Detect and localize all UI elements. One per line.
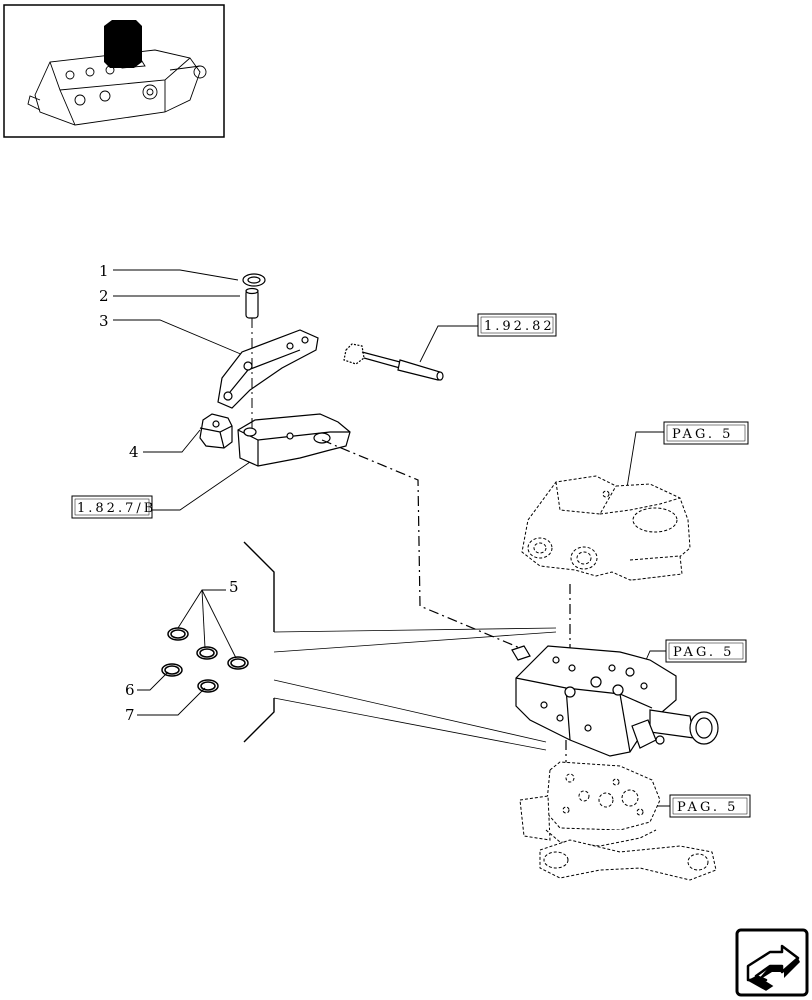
- next-page-arrow-icon[interactable]: [735, 928, 809, 997]
- ref-box-1-82-7-b[interactable]: 1.82.7/B: [71, 495, 156, 519]
- seal-5a: [167, 627, 189, 641]
- rod-1-92-82: [343, 343, 444, 381]
- ref-label-pag-bottom: PAG. 5: [677, 800, 738, 815]
- callout-3: 3: [99, 312, 109, 330]
- callout-7: 7: [125, 706, 135, 724]
- control-valve: [511, 645, 719, 757]
- part-2-pin: [245, 287, 259, 319]
- base-plate: [519, 761, 717, 881]
- callout-2: 2: [99, 287, 109, 305]
- ref-label-1-92-82: 1.92.82: [484, 319, 555, 334]
- seal-7: [197, 679, 219, 693]
- part-3-lever: [217, 329, 319, 409]
- callout-5: 5: [229, 578, 239, 596]
- ref-box-pag-middle[interactable]: PAG. 5: [665, 639, 747, 663]
- callout-1: 1: [99, 262, 109, 280]
- ref-label-1-82-7-b: 1.82.7/B: [77, 501, 156, 516]
- ref-label-pag-middle: PAG. 5: [673, 645, 734, 660]
- seal-5c: [227, 656, 249, 670]
- seal-6: [161, 663, 183, 677]
- bracket-1-82-7-b: [237, 413, 351, 467]
- ref-box-pag-top[interactable]: PAG. 5: [663, 421, 749, 445]
- ref-label-pag-top: PAG. 5: [672, 427, 733, 442]
- part-4-block: [199, 413, 233, 449]
- callout-6: 6: [125, 681, 135, 699]
- ref-box-pag-bottom[interactable]: PAG. 5: [669, 794, 751, 818]
- ref-box-1-92-82[interactable]: 1.92.82: [477, 313, 557, 337]
- seal-group: [161, 627, 249, 693]
- manifold-top: [521, 475, 691, 581]
- part-1-circlip: [242, 273, 266, 287]
- seal-5b: [196, 646, 218, 660]
- tractor-rear-lift-thumbnail-icon[interactable]: [3, 4, 225, 138]
- callout-4: 4: [129, 443, 139, 461]
